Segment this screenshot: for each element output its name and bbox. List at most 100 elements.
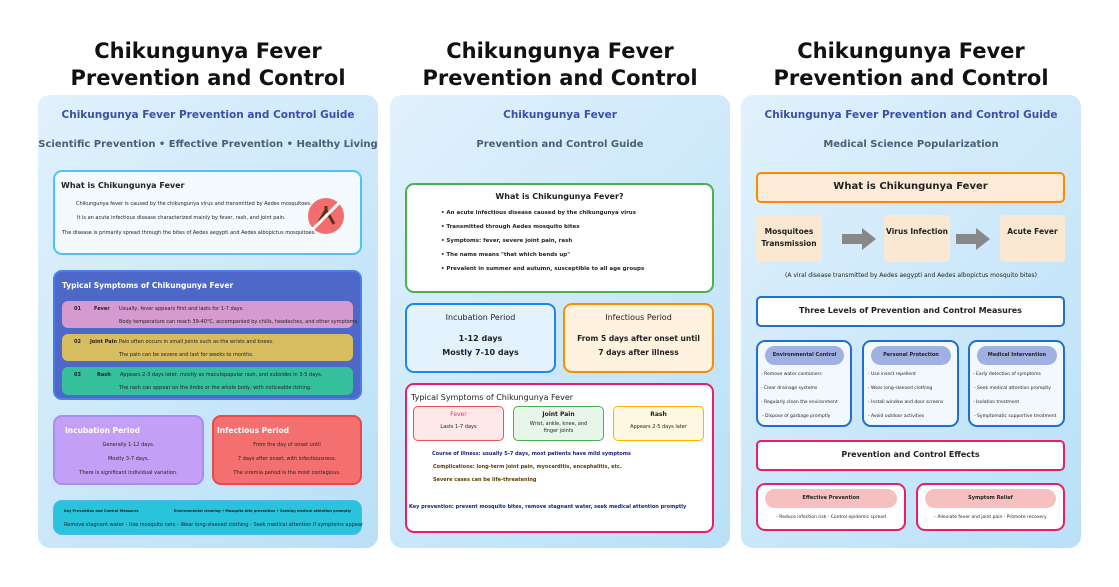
- level-item: - Remove water containers: [761, 372, 822, 377]
- poster-header: Chikungunya Fever: [503, 109, 617, 121]
- row-name: Rash: [97, 372, 111, 378]
- level-item: - Seek medical attention promptly: [974, 386, 1051, 391]
- key-prevention: Key prevention: prevent mosquito bites, …: [409, 504, 687, 510]
- symptom-desc: Appears 2-5 days later: [630, 424, 687, 430]
- bullet-item: • Symptoms: fever, severe joint pain, ra…: [441, 238, 573, 244]
- what-is-banner: What is Chikungunya Fever: [756, 172, 1065, 203]
- flow-step-virus: Virus Infection: [884, 215, 950, 262]
- title-line: Chikungunya Fever: [797, 39, 1025, 63]
- text-line: Pain often occurs in small joints such a…: [119, 339, 274, 345]
- card-title: Infectious Period: [605, 313, 672, 322]
- row-number: 01: [74, 306, 81, 312]
- text-line: Appears 2-3 days later, mostly as maculo…: [120, 372, 323, 378]
- level-title: Personal Protection: [883, 352, 939, 358]
- level-item: - Dispose of garbage promptly: [762, 414, 831, 419]
- level-item: - Regularly clean the environment: [761, 400, 838, 405]
- bullet-item: • Transmitted through Aedes mosquito bit…: [441, 224, 580, 230]
- effects-banner: Prevention and Control Effects: [756, 440, 1065, 471]
- flow-caption: (A viral disease transmitted by Aedes ae…: [784, 272, 1038, 279]
- level-title: Environmental Control: [772, 352, 837, 358]
- text-line: Mostly 7-10 days: [442, 348, 519, 357]
- symptom-row-joint-pain: 02 Joint Pain Pain often occurs in small…: [62, 334, 353, 361]
- text-line: The viremia period is the most contagiou…: [233, 470, 341, 476]
- text-line: Body temperature can reach 39-40°C, acco…: [119, 319, 359, 325]
- key-measures-banner: Key Prevention and Control Measures Envi…: [53, 500, 363, 535]
- title-line: Chikungunya Fever: [446, 39, 674, 63]
- card-title: Infectious Period: [217, 426, 290, 435]
- effect-card-relief: Symptom Relief - Alleviate fever and joi…: [916, 483, 1065, 531]
- text-line: Mostly 3-7 days.: [107, 456, 150, 462]
- banner-title: Three Levels of Prevention and Control M…: [799, 306, 1022, 315]
- poster-3: Chikungunya Fever Prevention and Control…: [741, 95, 1081, 548]
- text-line: 7 days after illness: [598, 348, 679, 357]
- arrow-right-icon: [842, 228, 876, 250]
- poster-header: Chikungunya Fever Prevention and Control…: [61, 109, 355, 121]
- bullet-item: • Prevalent in summer and autumn, suscep…: [441, 266, 645, 272]
- level-title: Medical Intervention: [987, 352, 1047, 358]
- poster-subtitle: Prevention and Control Guide: [476, 139, 644, 150]
- banner-title: What is Chikungunya Fever: [833, 181, 988, 192]
- card-title: Typical Symptoms of Chikungunya Fever: [62, 281, 234, 290]
- flow-label: Mosquitoes Transmission: [761, 227, 817, 248]
- text-line: Usually, fever appears first and lasts f…: [119, 306, 244, 312]
- row-number: 02: [74, 339, 81, 345]
- symptom-card-joint-pain: Joint Pain Wrist, ankle, knee, and finge…: [513, 406, 604, 441]
- text-line: It is an acute infectious disease charac…: [77, 215, 286, 221]
- banner-label: Key Prevention and Control Measures: [64, 509, 139, 513]
- row-number: 03: [74, 372, 81, 378]
- level-card-medical: Medical Intervention - Early detection o…: [968, 340, 1065, 427]
- text-line: Chikungunya fever is caused by the chiku…: [76, 201, 312, 207]
- symptoms-card: Typical Symptoms of Chikungunya Fever Fe…: [405, 383, 714, 533]
- effect-card-prevention: Effective Prevention - Reduce infection …: [756, 483, 906, 531]
- title-line: Chikungunya Fever: [94, 39, 322, 63]
- flow-label: Acute Fever: [1007, 227, 1058, 236]
- level-item: - Isolation treatment: [973, 400, 1020, 405]
- text-line: 1-12 days: [458, 334, 503, 343]
- flow-step-fever: Acute Fever: [1000, 215, 1065, 262]
- row-name: Joint Pain: [90, 339, 117, 345]
- symptom-row-fever: 01 Fever Usually, fever appears first an…: [62, 301, 359, 328]
- note-line: Course of illness: usually 5-7 days, mos…: [432, 451, 631, 457]
- poster-1: Chikungunya Fever Prevention and Control…: [38, 95, 378, 548]
- banner-title: Prevention and Control Effects: [841, 450, 980, 459]
- what-is-card: What is Chikungunya Fever? • An acute in…: [405, 183, 714, 293]
- card-title: Incubation Period: [65, 426, 140, 435]
- level-item: - Install window and door screens: [868, 400, 944, 405]
- note-line: Severe cases can be life-threatening: [433, 477, 537, 483]
- incubation-card: Incubation Period Generally 1-12 days. M…: [53, 415, 204, 485]
- card-title: What is Chikungunya Fever?: [495, 192, 624, 201]
- level-item: - Clear drainage systems: [761, 386, 818, 391]
- symptom-card-fever: Fever Lasts 1-7 days: [413, 406, 504, 441]
- flow-step-mosquitoes: Mosquitoes Transmission: [756, 215, 822, 262]
- text-line: Generally 1-12 days.: [102, 442, 155, 448]
- card-title: What is Chikungunya Fever: [61, 181, 185, 190]
- level-item: - Use insect repellent: [868, 372, 916, 377]
- symptom-name: Fever: [450, 411, 467, 418]
- effect-desc: - Reduce infection risk - Control epidem…: [776, 515, 886, 520]
- infectious-card: Infectious Period From 5 days after onse…: [563, 303, 714, 373]
- text-line: The rash can appear on the limbs or the …: [119, 385, 312, 391]
- text-line: There is significant individual variatio…: [79, 470, 178, 476]
- symptoms-card: Typical Symptoms of Chikungunya Fever 01…: [53, 270, 362, 400]
- what-is-card: What is Chikungunya Fever Chikungunya fe…: [53, 170, 362, 255]
- poster-header: Chikungunya Fever Prevention and Control…: [764, 109, 1058, 121]
- text-line: From the day of onset until: [253, 442, 321, 448]
- effect-title: Symptom Relief: [968, 495, 1013, 501]
- level-item: - Wear long-sleeved clothing: [868, 386, 933, 391]
- poster-2: Chikungunya Fever Prevention and Control…: [390, 95, 730, 548]
- flow-label: Virus Infection: [886, 227, 948, 236]
- level-card-personal: Personal Protection - Use insect repelle…: [862, 340, 959, 427]
- symptom-name: Rash: [650, 411, 667, 418]
- text-line: The disease is primarily spread through …: [62, 230, 316, 236]
- symptom-name: Joint Pain: [542, 411, 575, 418]
- poster-subtitle: Scientific Prevention • Effective Preven…: [38, 139, 378, 150]
- bullet-item: • The name means "that which bends up": [441, 252, 571, 258]
- level-card-environmental: Environmental Control - Remove water con…: [756, 340, 852, 427]
- incubation-card: Incubation Period 1-12 days Mostly 7-10 …: [405, 303, 556, 373]
- arrow-right-icon: [956, 228, 990, 250]
- symptom-desc: Lasts 1-7 days: [440, 424, 477, 430]
- card-title: Incubation Period: [445, 313, 516, 322]
- symptom-row-rash: 03 Rash Appears 2-3 days later, mostly a…: [62, 367, 353, 395]
- text-line: From 5 days after onset until: [577, 334, 700, 343]
